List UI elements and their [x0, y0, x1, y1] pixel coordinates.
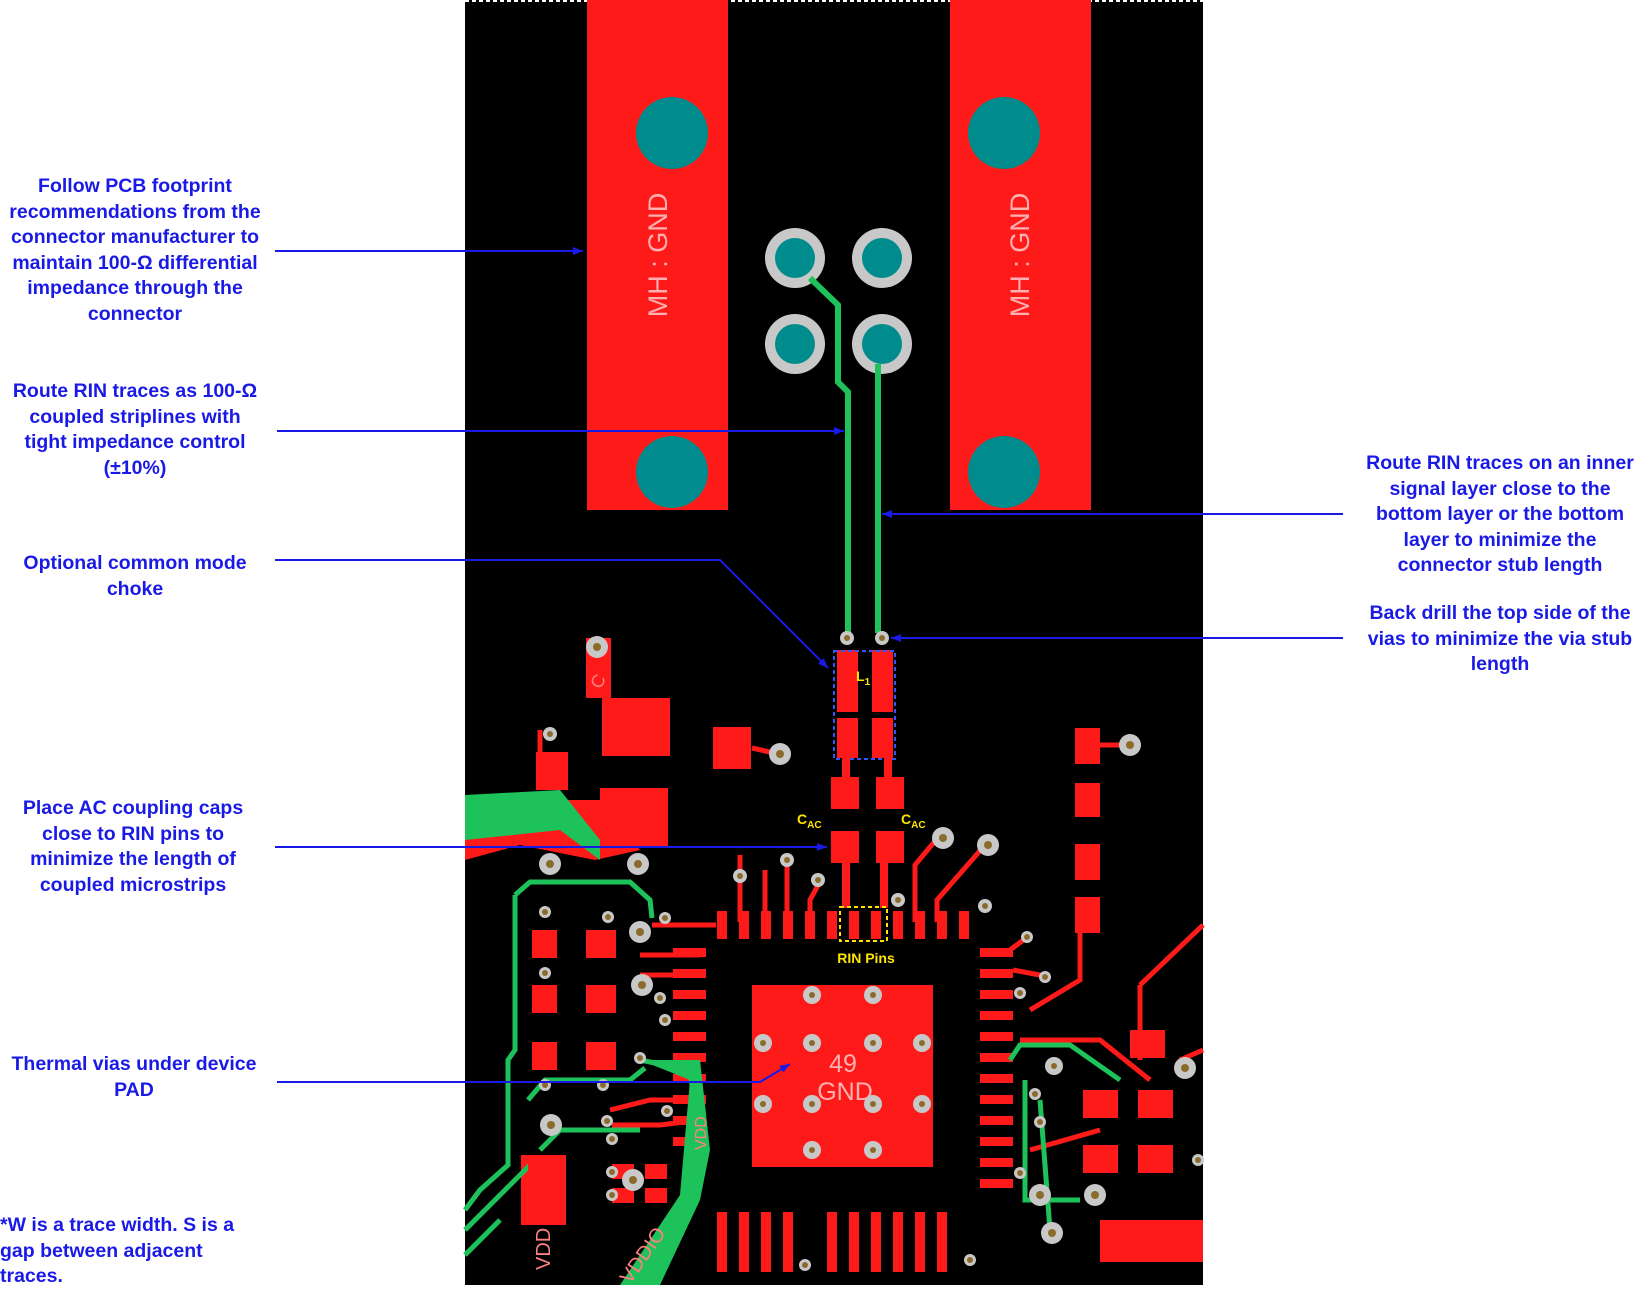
pad-number-label: 49 [829, 1050, 857, 1078]
connector-pin [862, 324, 902, 364]
note-ac-caps: Place AC coupling caps close to RIN pins… [22, 797, 244, 896]
note-choke: Optional common mode choke [23, 552, 247, 600]
ac-cap-link [884, 757, 892, 779]
device-pins-bottom [717, 1212, 947, 1272]
passive-components [465, 638, 1203, 1262]
device-pins-top [717, 911, 969, 939]
ac-cap-link [880, 860, 888, 908]
arrow-choke [275, 559, 829, 669]
arrow-thermal [277, 1063, 791, 1083]
connector-pin [862, 238, 902, 278]
cac-label-right: CAC [901, 811, 926, 831]
backdrill-via [844, 635, 850, 641]
ac-cap-pad [876, 831, 904, 863]
vdd-pad [528, 1155, 566, 1210]
ac-cap-link [842, 757, 850, 779]
choke-pad [872, 718, 893, 758]
mh-label-right: MH : GND [1005, 193, 1035, 318]
connector-pin [775, 324, 815, 364]
annotation-arrows [275, 247, 1343, 1083]
ac-cap-pad [831, 831, 859, 863]
mounting-hole [968, 436, 1040, 508]
device-pins-right [980, 948, 1013, 1188]
vdd-label: VDD [533, 1228, 555, 1270]
ac-cap-link [842, 860, 850, 908]
inner-layer-pour [620, 1060, 710, 1285]
rin-trace-p [807, 275, 851, 633]
choke-pad [837, 718, 858, 758]
note-footprint: Follow PCB footprint recommendations fro… [9, 175, 261, 325]
ac-cap-pad [876, 777, 904, 809]
device-thermal-pad [752, 985, 933, 1167]
choke-outline [833, 650, 896, 760]
rin-pins-box [839, 906, 888, 942]
choke-pad [872, 650, 893, 712]
note-inner-layer: Route RIN traces on an inner signal laye… [1366, 452, 1634, 576]
mounting-hole [636, 436, 708, 508]
pad-net-label: GND [817, 1078, 873, 1106]
ac-cap-pad [831, 777, 859, 809]
vias [539, 636, 1204, 1271]
rin-pins-label: RIN Pins [837, 950, 895, 966]
note-back-drill: Back drill the top side of the vias to m… [1367, 602, 1633, 675]
mounting-hole [636, 97, 708, 169]
backdrill-via [879, 635, 885, 641]
mounting-pad-right [950, 0, 1091, 510]
note-footnote: *W is a trace width. S is a gap between … [0, 1214, 235, 1287]
connector-pin [775, 238, 815, 278]
cac-label-left: CAC [797, 811, 822, 831]
inner-layer-pour [465, 790, 600, 860]
mounting-pad-left [587, 0, 728, 510]
vdd-label-rotated: VDD [693, 1116, 710, 1150]
choke-pad [837, 650, 858, 712]
mh-label-left: MH : GND [643, 193, 673, 318]
note-striplines: Route RIN traces as 100-Ω coupled stripl… [12, 380, 258, 479]
mounting-hole [968, 97, 1040, 169]
inductor-label: L1 [856, 668, 871, 688]
note-thermal: Thermal vias under device PAD [11, 1053, 257, 1101]
